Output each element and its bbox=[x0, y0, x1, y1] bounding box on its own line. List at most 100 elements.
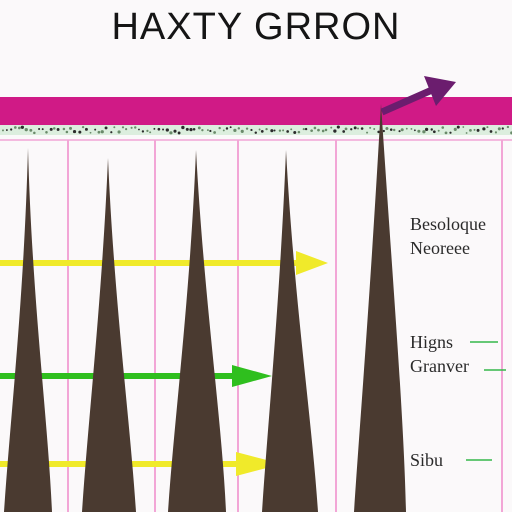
strip-dot bbox=[373, 127, 376, 130]
strip-dot bbox=[20, 125, 25, 129]
strip-dot bbox=[324, 128, 328, 132]
strip-dot bbox=[229, 126, 232, 129]
strip-dot bbox=[222, 129, 225, 132]
strip-dot bbox=[462, 126, 465, 128]
strip-dot bbox=[476, 128, 480, 132]
strip-dot bbox=[233, 128, 237, 132]
strip-dot bbox=[29, 128, 33, 132]
strip-dot bbox=[389, 128, 393, 131]
strip-dot bbox=[506, 125, 510, 129]
strip-dot bbox=[382, 129, 385, 133]
legend-label: Higns bbox=[410, 332, 454, 352]
strip-dot bbox=[465, 132, 468, 134]
strip-dot bbox=[97, 130, 101, 134]
dotted-strip bbox=[0, 125, 512, 135]
strip-dot bbox=[353, 126, 357, 130]
purple-arrow bbox=[380, 76, 456, 116]
strip-dot bbox=[181, 125, 185, 130]
strip-dot bbox=[121, 126, 125, 129]
strip-dot bbox=[430, 128, 433, 131]
strip-dot bbox=[134, 126, 137, 129]
strip-dot bbox=[344, 127, 348, 131]
strip-dot bbox=[62, 127, 66, 131]
legend-label: Granver bbox=[410, 356, 469, 376]
strip-dot bbox=[456, 125, 460, 129]
strip-dot bbox=[473, 128, 476, 131]
strip-dot bbox=[56, 128, 60, 131]
strip-dot bbox=[197, 126, 201, 130]
strip-dot bbox=[213, 131, 216, 134]
strip-dot bbox=[317, 128, 320, 132]
strip-dot bbox=[254, 131, 257, 134]
strip-dot bbox=[330, 126, 333, 129]
strip-dot bbox=[10, 128, 13, 131]
strip-dot bbox=[33, 131, 36, 135]
strip-dot bbox=[177, 131, 181, 135]
spike bbox=[168, 150, 226, 512]
strip-dot bbox=[260, 129, 264, 133]
strip-dot bbox=[336, 125, 340, 129]
strip-dot bbox=[405, 127, 408, 130]
strip-dot bbox=[424, 127, 429, 131]
strip-dot bbox=[17, 126, 21, 130]
spikes bbox=[4, 104, 406, 512]
strip-dot bbox=[270, 129, 274, 133]
strip-dot bbox=[45, 131, 48, 134]
strip-dot bbox=[469, 129, 472, 132]
strip-dot bbox=[130, 126, 133, 129]
strip-dot bbox=[501, 127, 504, 130]
strip-dot bbox=[422, 130, 426, 134]
strip-dot bbox=[185, 127, 189, 131]
strip-dot bbox=[293, 131, 297, 135]
strip-dot bbox=[38, 127, 41, 131]
spike bbox=[82, 158, 136, 512]
vertical-grid bbox=[67, 140, 503, 512]
strip-dot bbox=[225, 127, 229, 130]
strip-dot bbox=[489, 130, 493, 133]
strip-dot bbox=[110, 131, 113, 134]
strip-dot bbox=[290, 128, 293, 131]
strip-dot bbox=[72, 130, 77, 134]
strip-dot bbox=[366, 131, 369, 134]
strip-dot bbox=[417, 129, 421, 133]
strip-dot bbox=[157, 127, 161, 131]
strip-dot bbox=[84, 127, 88, 131]
strip-dot bbox=[486, 126, 489, 129]
yellow-arrow-top bbox=[0, 251, 328, 275]
strip-dot bbox=[245, 127, 249, 130]
strip-dot bbox=[206, 129, 209, 132]
strip-dot bbox=[449, 131, 452, 134]
strip-dot bbox=[201, 129, 204, 132]
strip-dot bbox=[104, 126, 108, 130]
strip-dot bbox=[78, 130, 82, 134]
strip-dot bbox=[125, 128, 128, 131]
strip-dot bbox=[310, 129, 313, 133]
strip-dot bbox=[149, 131, 152, 134]
strip-dot bbox=[398, 130, 401, 133]
strip-dot bbox=[286, 130, 289, 133]
strip-dot bbox=[173, 129, 177, 133]
legend-lines bbox=[466, 341, 506, 461]
strip-dot bbox=[141, 130, 145, 133]
strip-dot bbox=[218, 126, 221, 130]
strip-dot bbox=[432, 130, 436, 134]
strip-dot bbox=[278, 129, 282, 132]
strip-dot bbox=[240, 129, 244, 133]
strip-dot bbox=[153, 127, 156, 130]
strip-dot bbox=[169, 131, 173, 135]
strip-dot bbox=[5, 129, 8, 132]
strip-dot bbox=[357, 127, 360, 130]
strip-dot bbox=[444, 131, 448, 135]
strip-dot bbox=[313, 126, 317, 130]
arrow-right-icon bbox=[296, 251, 328, 275]
strip-dot bbox=[49, 127, 53, 131]
legend-label: Neoreee bbox=[410, 238, 470, 258]
dotted-strip-dots bbox=[1, 125, 512, 135]
strip-dot bbox=[117, 130, 121, 134]
strip-dot bbox=[100, 130, 104, 134]
strip-dot bbox=[441, 126, 445, 129]
strip-dot bbox=[165, 128, 169, 132]
spike bbox=[4, 148, 52, 512]
strip-dot bbox=[65, 130, 69, 134]
